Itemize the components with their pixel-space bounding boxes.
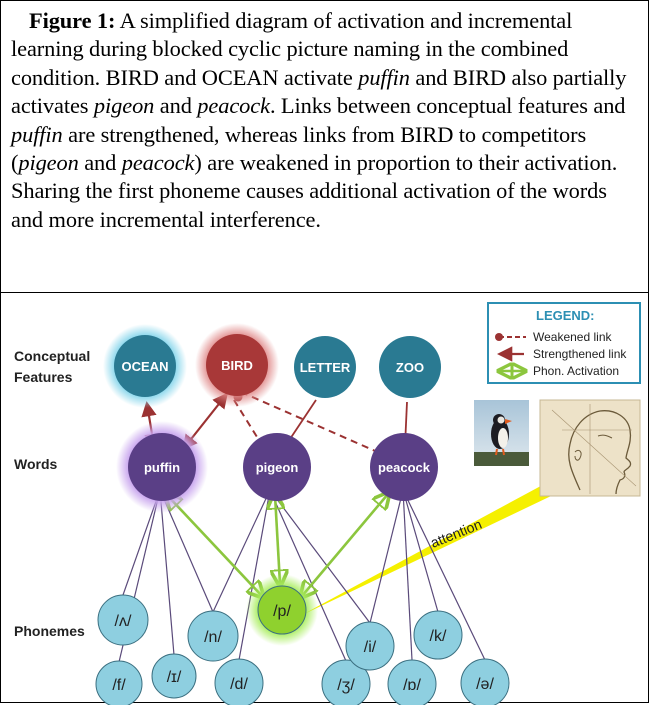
caption-italic-term: peacock — [121, 150, 195, 176]
figure-caption: Figure 1: A simplified diagram of activa… — [11, 7, 643, 234]
caption-text-run: A simplified diagram of activation and i… — [11, 8, 573, 90]
head-sketch — [539, 399, 641, 497]
word-node-peacock — [370, 433, 438, 501]
attention-label: attention — [428, 516, 484, 551]
concept-nodes: OCEAN BIRD LETTER ZOO — [103, 323, 441, 408]
caption-text-run: and BIRD also partially activates — [11, 64, 627, 119]
phoneme-node-I — [151, 653, 197, 699]
phoneme-label-p: /p/ — [273, 603, 291, 620]
row-label-conceptual-2: Features — [14, 369, 73, 385]
legend-strengthened-text: Strengthened link — [533, 347, 627, 361]
phoneme-node-p — [257, 585, 307, 635]
link-peacock-o — [402, 489, 413, 661]
concept-label-bird: BIRD — [221, 358, 253, 373]
phoneme-labels: /ʌ/ /f/ /ɪ/ /n/ /d/ /p/ /ʒ/ /i/ /ɒ/ /k/ … — [112, 603, 494, 694]
legend-title: LEGEND: — [536, 308, 595, 323]
phoneme-node-d — [214, 658, 264, 705]
caption-body: A simplified diagram of activation and i… — [11, 8, 626, 232]
legend-weakened-text: Weakened link — [533, 330, 612, 344]
row-label-words: Words — [14, 456, 58, 472]
caption-text-run: . Links between conceptual features and — [269, 93, 626, 119]
legend-phon-text: Phon. Activation — [533, 364, 619, 378]
link-peacock-schwa — [402, 489, 486, 661]
link-puffin-I — [159, 489, 175, 656]
phoneme-label-k: /k/ — [430, 628, 447, 645]
caption-text-run: are strengthened, whereas links from BIR… — [11, 121, 587, 176]
phoneme-label-d: /d/ — [230, 676, 248, 693]
phoneme-label-o: /ɒ/ — [403, 677, 421, 694]
caption-text-run: ) are weakened in proportion to their ac… — [11, 150, 618, 232]
concept-label-zoo: ZOO — [396, 360, 424, 375]
phon-arrow-puffin-p — [167, 495, 262, 596]
phoneme-label-n: /n/ — [204, 629, 222, 646]
phoneme-node-k — [413, 610, 463, 660]
phon-activation-arrows — [167, 494, 388, 596]
caption-label: Figure 1: — [29, 8, 116, 33]
caption-italic-term: pigeon — [18, 150, 79, 176]
word-label-pigeon: pigeon — [256, 460, 299, 475]
word-label-puffin: puffin — [144, 460, 180, 475]
caption-italic-term: peacock — [197, 93, 270, 119]
phoneme-node-o — [387, 659, 437, 705]
phoneme-label-schwa: /ə/ — [476, 676, 494, 693]
caption-text-run: and — [78, 150, 122, 176]
phon-arrow-peacock-p — [302, 494, 388, 596]
phoneme-label-f: /f/ — [112, 677, 126, 694]
word-label-peacock: peacock — [378, 460, 431, 475]
row-label-phonemes: Phonemes — [14, 623, 85, 639]
phoneme-node-n — [187, 610, 239, 662]
phoneme-node-f — [95, 660, 143, 705]
link-bird-peacock — [240, 391, 383, 455]
concept-label-ocean: OCEAN — [122, 359, 169, 374]
concept-node-ocean — [114, 335, 176, 397]
concept-node-zoo — [379, 336, 441, 398]
phoneme-label-zh: /ʒ/ — [337, 677, 355, 694]
concept-node-letter — [294, 336, 356, 398]
concept-node-bird — [206, 334, 268, 396]
phoneme-label-I: /ɪ/ — [167, 669, 182, 686]
link-peacock-k — [402, 489, 439, 613]
phoneme-nodes — [95, 574, 510, 705]
concept-label-letter: LETTER — [300, 360, 351, 375]
word-node-puffin — [128, 433, 196, 501]
phon-arrow-pigeon-p — [275, 495, 280, 584]
word-nodes: puffin pigeon peacock — [116, 421, 438, 513]
word-node-pigeon — [243, 433, 311, 501]
caption-divider — [1, 292, 648, 293]
caption-italic-term: pigeon — [93, 93, 155, 119]
phoneme-node-i — [345, 621, 395, 671]
phoneme-node-zh — [321, 659, 371, 705]
row-label-conceptual-1: Conceptual — [14, 348, 90, 364]
phoneme-node-schwa — [460, 658, 510, 705]
phoneme-label-i: /i/ — [364, 639, 377, 656]
phoneme-label-wedge: /ʌ/ — [115, 613, 132, 630]
phoneme-node-wedge — [97, 594, 149, 646]
caption-italic-term: puffin — [11, 121, 63, 147]
caption-text-run: and — [154, 93, 198, 119]
caption-italic-term: puffin — [358, 64, 410, 90]
legend: LEGEND: Weakened link Strengthened link … — [487, 302, 641, 384]
puffin-photo — [474, 400, 529, 466]
link-bird-pigeon — [233, 399, 263, 446]
